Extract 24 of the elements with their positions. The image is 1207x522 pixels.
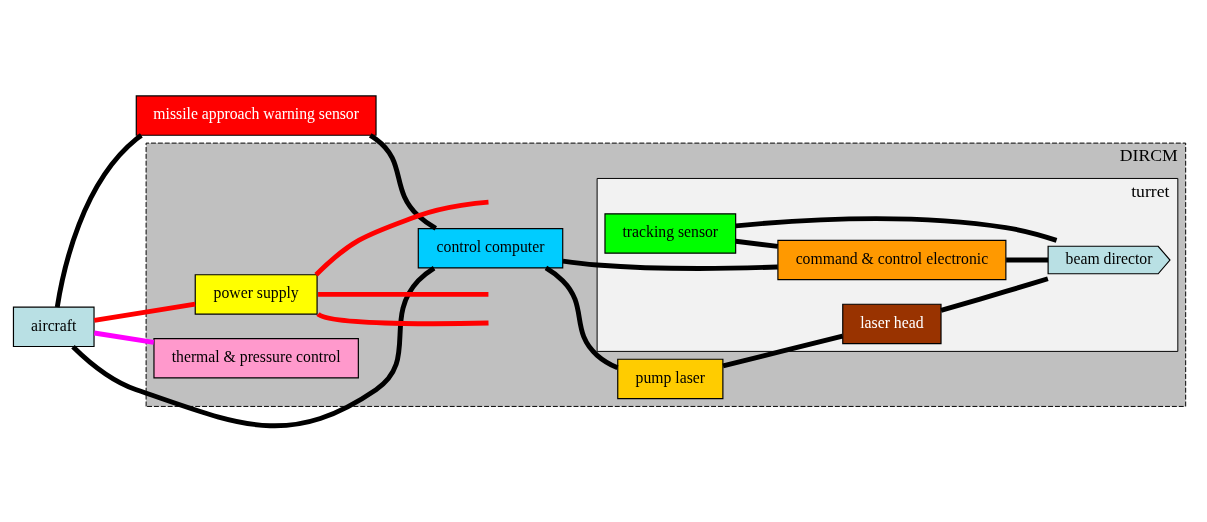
- connector: [314, 199, 489, 277]
- connector: [318, 291, 489, 297]
- node-box: control computer: [417, 228, 564, 269]
- connector: [316, 311, 489, 327]
- connector: [562, 258, 778, 271]
- connector: [71, 266, 436, 429]
- node-box: command & control electronic: [777, 239, 1007, 281]
- node-box: aircraft: [12, 306, 95, 348]
- connector: [93, 330, 155, 345]
- node-box: pump laser: [617, 358, 724, 400]
- connector: [1006, 257, 1049, 263]
- connector: [93, 301, 196, 323]
- connector: [544, 265, 619, 371]
- connector: [940, 276, 1049, 313]
- node-box: tracking sensor: [604, 213, 737, 254]
- connector: [54, 133, 143, 308]
- node-box: thermal & pressure control: [153, 338, 359, 379]
- connector: [735, 216, 1058, 243]
- node-box: laser head: [842, 303, 942, 345]
- node-box: missile approach warning sensor: [135, 95, 377, 136]
- connector: [735, 238, 779, 249]
- connector: [368, 133, 438, 231]
- connector: [722, 333, 844, 369]
- node-box: power supply: [194, 274, 318, 315]
